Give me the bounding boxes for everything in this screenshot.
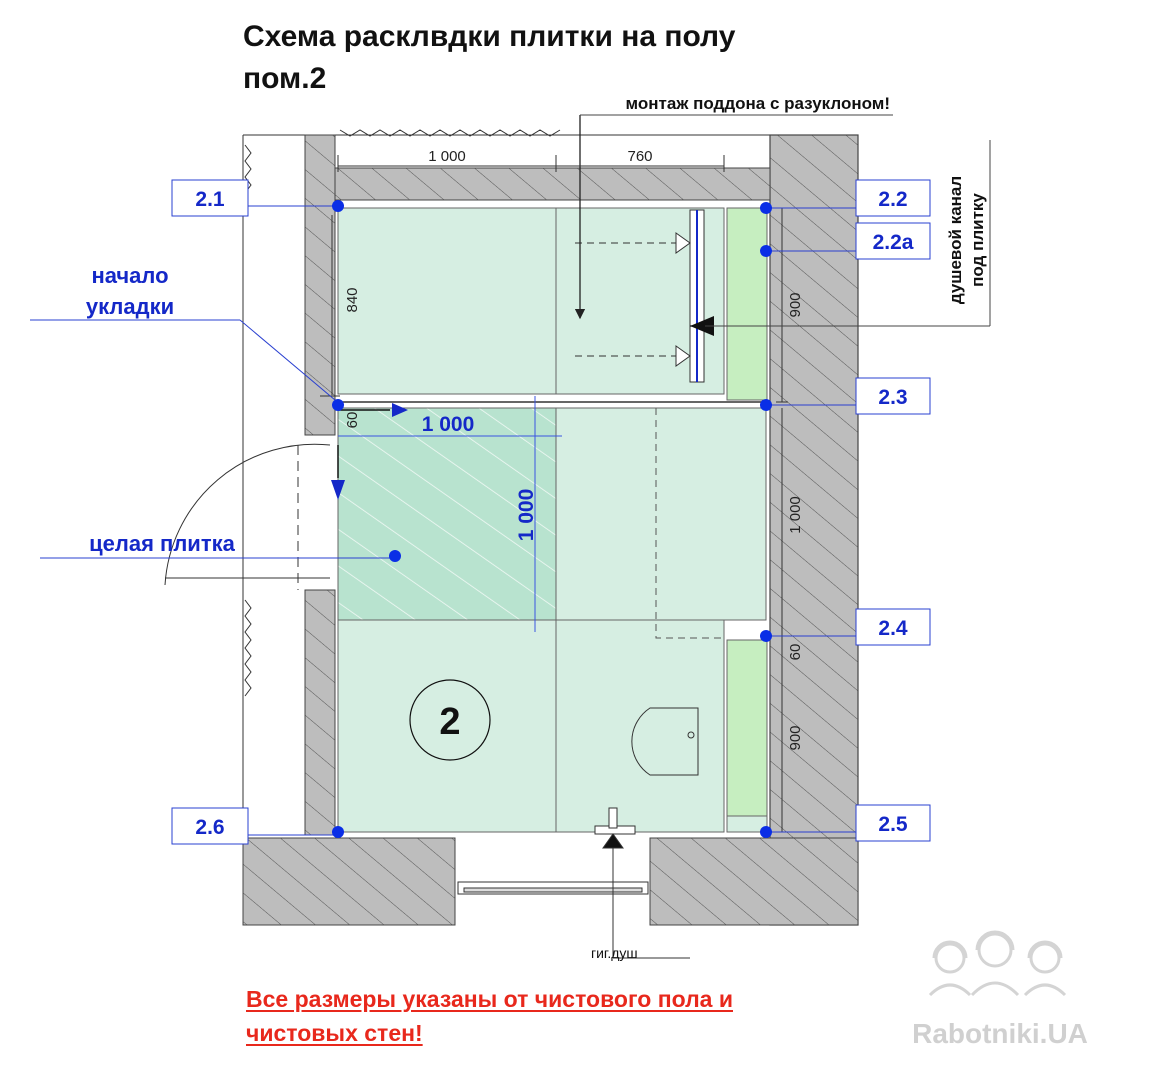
dim-top-1000: 1 000 <box>428 148 466 165</box>
tile-c1 <box>337 619 557 833</box>
tile-c2 <box>555 619 725 833</box>
hygienic-shower-icon <box>594 807 690 959</box>
room-number: 2 <box>439 701 460 743</box>
whole-tile-label: целая плитка <box>89 531 235 556</box>
point-label-2-2a: 2.2а <box>873 231 914 254</box>
toilet <box>631 707 699 776</box>
bottom-wall-left <box>242 837 456 926</box>
blue-dimensions <box>331 396 562 632</box>
point-label-2-3: 2.3 <box>878 386 907 409</box>
watermark-logo <box>928 930 1067 997</box>
shower-channel-bottom <box>726 639 768 817</box>
outer-construction <box>242 129 770 842</box>
tiles <box>337 207 768 833</box>
dim-tile-height: 1 000 <box>515 489 538 542</box>
dim-right-900-bottom: 900 <box>787 725 804 750</box>
start-label-1: начало <box>91 263 168 288</box>
left-wall-lower <box>304 589 336 836</box>
dim-left-60: 60 <box>344 412 361 429</box>
dim-left-840: 840 <box>344 287 361 312</box>
dimensions-note-line-1: Все размеры указаны от чистового пола и <box>246 986 733 1012</box>
hygienic-shower-label: гиг.душ <box>591 945 638 961</box>
point-label-2-1: 2.1 <box>195 188 225 211</box>
shower-channel-label-1: душевой канал <box>946 176 965 304</box>
tile-b2 <box>555 407 767 621</box>
direction-arrow-right-icon <box>392 403 408 417</box>
direction-arrow-down-icon <box>331 480 345 500</box>
diagram-title-line-1: Схема расклвдки плитки на полу <box>243 20 736 53</box>
dim-top-760: 760 <box>627 148 652 165</box>
left-wall-upper <box>304 134 336 436</box>
slope-arrows <box>574 115 714 367</box>
shower-channel-label-2: под плитку <box>968 193 987 287</box>
window <box>457 881 649 895</box>
dimension-texts: 1 000 760 840 60 900 1 000 60 900 <box>344 148 804 751</box>
point-label-2-6: 2.6 <box>195 816 224 839</box>
point-label-2-5: 2.5 <box>878 813 908 836</box>
walls <box>242 134 859 926</box>
bottom-wall-right <box>649 837 859 926</box>
shower-channel-top <box>726 207 768 401</box>
dim-tile-width: 1 000 <box>422 413 475 436</box>
door <box>164 443 331 590</box>
diagram-title-line-2: пом.2 <box>243 62 327 95</box>
markers <box>332 200 772 838</box>
point-label-2-4: 2.4 <box>878 617 908 640</box>
tile-a1 <box>337 207 557 395</box>
dim-right-1000: 1 000 <box>787 496 804 534</box>
point-labels: 2.1 2.2 2.2а 2.3 2.4 2.5 2.6 <box>171 179 931 845</box>
top-wall <box>334 167 771 201</box>
room-number-badge: 2 <box>409 679 491 761</box>
tray-annotation: монтаж поддона с разуклоном! <box>626 94 890 113</box>
drain-arrow-icon <box>690 316 714 336</box>
dimension-lines <box>320 155 788 832</box>
right-wall <box>769 134 859 926</box>
dim-right-900-top: 900 <box>787 292 804 317</box>
dimensions-note-line-2: чистовых стен! <box>246 1020 423 1046</box>
dim-right-60: 60 <box>787 644 804 661</box>
start-label-2: укладки <box>86 294 174 319</box>
watermark-text: Rabotniki.UA <box>912 1018 1088 1049</box>
point-label-2-2: 2.2 <box>878 188 907 211</box>
tile-start-whole <box>337 407 557 621</box>
